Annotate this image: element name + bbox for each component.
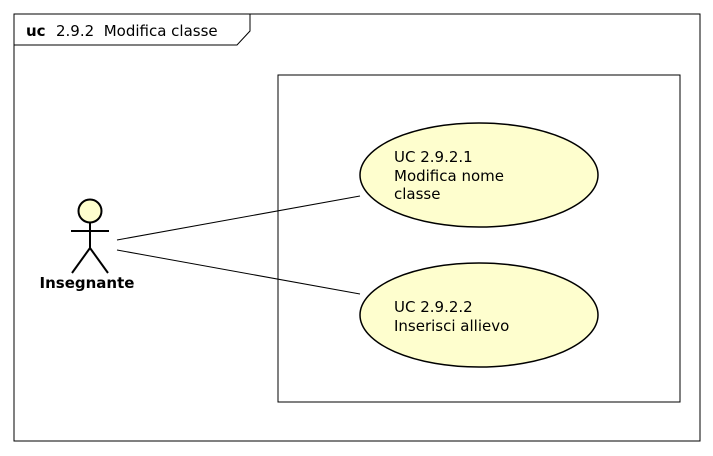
frame-title: 2.9.2 Modifica classe [56, 22, 218, 40]
use-case-1-line-1: UC 2.9.2.1 [394, 148, 473, 166]
actor-insegnante[interactable]: Insegnante [40, 198, 135, 293]
use-case-1-line-3: classe [394, 185, 440, 203]
use-case-1[interactable]: UC 2.9.2.1 Modifica nome classe [359, 122, 599, 228]
system-boundary [277, 74, 681, 403]
use-case-2-line-1: UC 2.9.2.2 [394, 298, 473, 316]
actor-name: Insegnante [40, 274, 135, 292]
use-case-1-ellipse [359, 122, 599, 228]
actor-head [77, 198, 103, 224]
frame-keyword: uc [26, 22, 46, 40]
association-line-2 [116, 249, 361, 295]
association-line-1 [116, 195, 361, 241]
use-case-2[interactable]: UC 2.9.2.2 Inserisci allievo [359, 262, 599, 368]
diagram-frame [13, 13, 701, 442]
frame-title-tab [14, 14, 251, 46]
actor-left-leg [71, 247, 91, 274]
use-case-1-line-2: Modifica nome [394, 167, 504, 185]
use-case-2-ellipse [359, 262, 599, 368]
actor-right-leg [89, 247, 109, 274]
use-case-2-line-2: Inserisci allievo [394, 317, 509, 335]
